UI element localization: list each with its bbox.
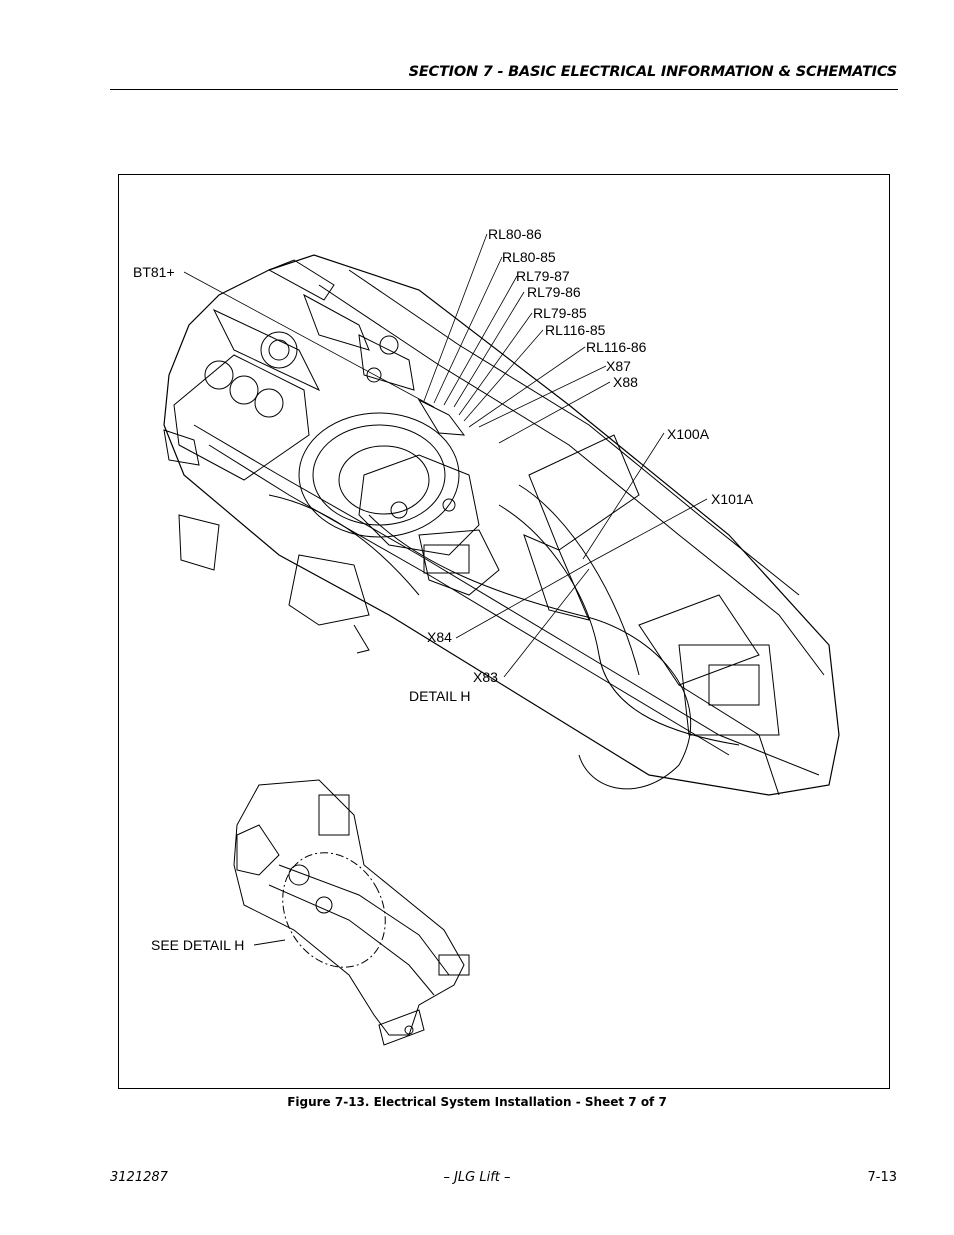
callout-rl79-86: RL79-86 (527, 284, 581, 300)
section-title: SECTION 7 - BASIC ELECTRICAL INFORMATION… (408, 64, 898, 80)
callout-rl80-86: RL80-86 (488, 226, 542, 242)
callout-labels: BT81+ RL80-86 RL80-85 RL79-87 RL79-86 RL… (133, 226, 754, 704)
electrical-installation-diagram: BT81+ RL80-86 RL80-85 RL79-87 RL79-86 RL… (133, 226, 840, 1046)
figure-frame: BT81+ RL80-86 RL80-85 RL79-87 RL79-86 RL… (118, 174, 890, 1089)
see-detail-h-label: SEE DETAIL H (151, 937, 244, 953)
detail-h-label: DETAIL H (409, 688, 470, 704)
callout-x101a: X101A (711, 491, 754, 507)
callout-x88: X88 (613, 374, 638, 390)
callout-rl79-85: RL79-85 (533, 305, 587, 321)
callout-x87: X87 (606, 358, 631, 374)
callout-rl116-85: RL116-85 (545, 322, 606, 338)
overview-machine-drawing (233, 779, 470, 1046)
callout-rl116-86: RL116-86 (586, 339, 647, 355)
footer-doc-number: 3121287 (110, 1170, 168, 1185)
callout-x83: X83 (473, 669, 498, 685)
callout-x84: X84 (427, 629, 452, 645)
callout-x100a: X100A (667, 426, 710, 442)
header-rule (110, 89, 898, 90)
figure-caption: Figure 7-13. Electrical System Installat… (287, 1095, 667, 1109)
footer-publisher: – JLG Lift – (443, 1170, 511, 1185)
callout-bt81: BT81+ (133, 264, 175, 280)
callout-rl79-87: RL79-87 (516, 268, 570, 284)
footer-page-number: 7-13 (867, 1170, 897, 1185)
detail-h-drawing (163, 254, 840, 796)
leader-lines (183, 233, 708, 678)
callout-rl80-85: RL80-85 (502, 249, 556, 265)
